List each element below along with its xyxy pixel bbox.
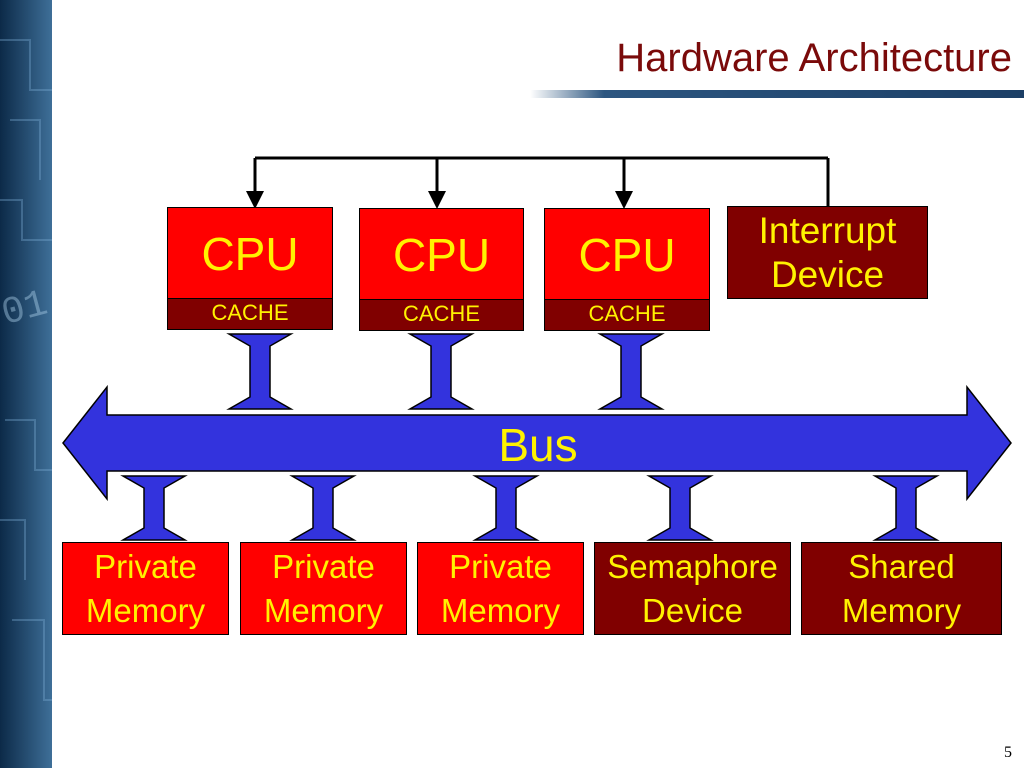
page-title: Hardware Architecture: [616, 36, 1012, 80]
cpu-3-cache: CACHE: [544, 299, 710, 331]
private-memory-2-line2: Memory: [263, 591, 384, 629]
memory-2-bus-arrow: [289, 475, 357, 541]
interrupt-device-line2: Device: [770, 253, 885, 295]
private-memory-2-line1: Private: [272, 547, 375, 585]
cpu-3: CPU: [544, 208, 710, 301]
semaphore-device-line1: Semaphore: [607, 547, 778, 585]
memory-1-bus-arrow: [120, 475, 188, 541]
title-underline: [530, 90, 1024, 98]
interrupt-lines: [246, 156, 830, 209]
private-memory-2: Private Memory: [240, 542, 407, 635]
interrupt-device: Interrupt Device: [727, 206, 928, 299]
private-memory-1-line2: Memory: [85, 591, 206, 629]
cpu-1: CPU: [167, 207, 333, 300]
shared-memory-line1: Shared: [848, 547, 955, 585]
cpu-2-cache-label: CACHE: [402, 301, 480, 326]
cpu-1-label: CPU: [201, 227, 299, 280]
cpu-3-bus-arrow: [597, 333, 665, 410]
private-memory-3: Private Memory: [417, 542, 584, 635]
private-memory-3-line2: Memory: [440, 591, 561, 629]
memory-3-bus-arrow: [472, 475, 540, 541]
cpu-3-label: CPU: [578, 228, 676, 281]
cpu-2-label: CPU: [392, 228, 491, 281]
page-number: 5: [1004, 744, 1012, 761]
shared-memory-line2: Memory: [841, 591, 962, 629]
shared-memory: Shared Memory: [801, 542, 1002, 635]
cpu-2-cache: CACHE: [359, 299, 524, 331]
shared-memory-bus-arrow: [872, 475, 940, 541]
cpu-2: CPU: [359, 208, 524, 301]
decorative-side-strip: 01: [0, 0, 52, 768]
private-memory-1-line1: Private: [94, 547, 197, 585]
cpu-1-cache-label: CACHE: [211, 300, 289, 325]
bus-label: Bus: [498, 419, 578, 471]
bus-arrow: [62, 384, 1012, 502]
private-memory-3-line1: Private: [449, 547, 552, 585]
cpu-1-bus-arrow: [226, 333, 294, 410]
cpu-1-cache: CACHE: [167, 298, 333, 330]
semaphore-device: Semaphore Device: [594, 542, 791, 635]
semaphore-bus-arrow: [646, 475, 714, 541]
cpu-2-bus-arrow: [407, 333, 475, 410]
private-memory-1: Private Memory: [62, 542, 229, 635]
cpu-3-cache-label: CACHE: [588, 301, 666, 326]
semaphore-device-line2: Device: [642, 591, 743, 629]
interrupt-device-line1: Interrupt: [758, 209, 897, 251]
